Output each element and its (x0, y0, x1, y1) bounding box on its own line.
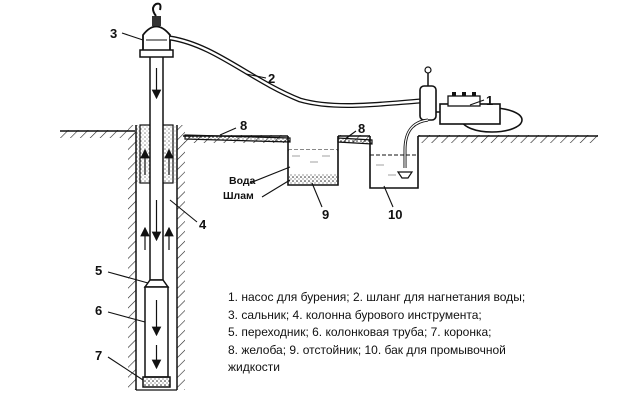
suction-line (396, 118, 429, 179)
core-barrel (143, 279, 170, 378)
callout-5: 5 (95, 263, 102, 278)
troughs (184, 134, 373, 145)
callout-1: 1 (486, 93, 493, 108)
flushing-tank (369, 136, 419, 189)
legend-line: 5. переходник; 6. колонковая труба; 7. к… (228, 325, 492, 339)
callout-2: 2 (268, 71, 275, 86)
callout-3: 3 (110, 26, 117, 41)
callout-7: 7 (95, 348, 102, 363)
sludge-label: Шлам (223, 190, 254, 202)
legend: 1. насос для бурения; 2. шланг для нагне… (228, 289, 613, 377)
settling-pit (287, 136, 339, 186)
legend-line: 1. насос для бурения; 2. шланг для нагне… (228, 290, 526, 304)
legend-line: 3. сальник; 4. колонна бурового инструме… (228, 307, 482, 322)
water-label: Вода (229, 175, 256, 187)
callout-8-right: 8 (358, 121, 365, 136)
water-hose (169, 35, 421, 109)
callout-4: 4 (199, 217, 207, 232)
drill-crown (142, 376, 171, 388)
drilling-pump (419, 66, 523, 133)
callout-10: 10 (388, 207, 402, 222)
callout-6: 6 (95, 303, 102, 318)
callout-9: 9 (322, 207, 329, 222)
legend-line: 8. желоба; 9. отстойник; 10. бак для про… (228, 342, 506, 357)
swivel (139, 2, 174, 58)
leader-lines (107, 32, 485, 381)
legend-line: жидкости (228, 360, 280, 374)
callout-8-left: 8 (240, 118, 247, 133)
